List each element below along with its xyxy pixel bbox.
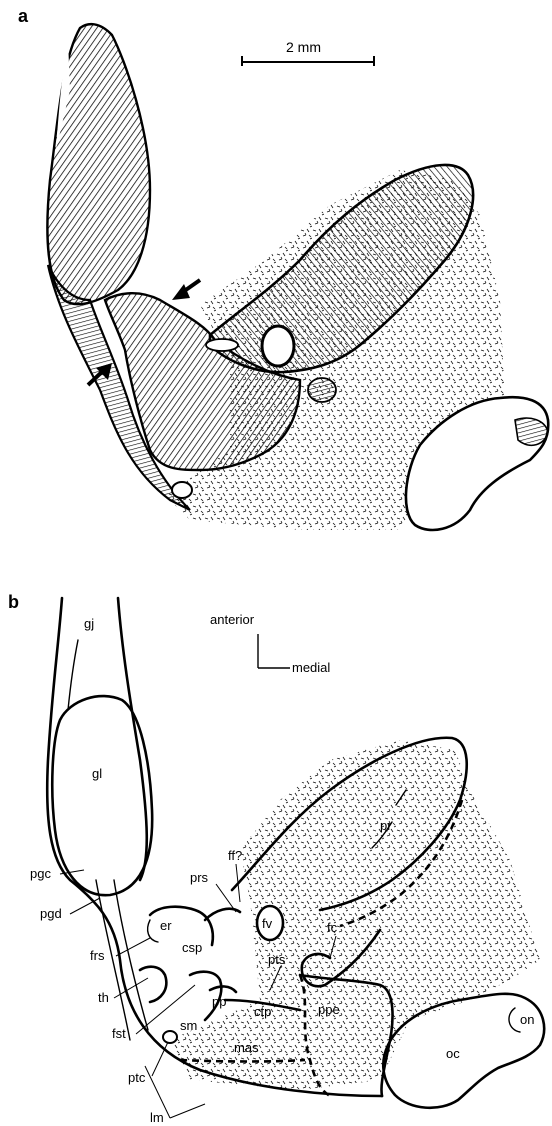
label-pgd: pgd [40,906,62,921]
orientation-anterior: anterior [210,612,255,627]
ptc-foramen-b [163,1031,177,1043]
label-ff: ff? [228,848,242,863]
label-pts: pts [268,952,286,967]
foramen-a-2 [206,339,238,351]
th-outline-b [140,967,166,1002]
label-pgc: pgc [30,866,51,881]
label-ctp: ctp [254,1004,271,1019]
arrow-icon [172,280,200,300]
matrix-stipple-b [170,740,540,1090]
label-frs: frs [90,948,105,963]
label-er: er [160,918,172,933]
label-gj: gj [84,616,94,631]
label-csp: csp [182,940,202,955]
label-fst: fst [112,1026,126,1041]
label-prs: prs [190,870,209,885]
label-lm: lm [150,1110,164,1125]
glenoid-outline-b [52,696,152,895]
label-on: on [520,1012,534,1027]
on-notch-b [509,1008,520,1032]
panel-b: b anterior medial [8,592,544,1125]
label-fv: fv [262,916,273,931]
label-pr: pr [380,818,392,833]
label-ppe: ppe [318,1002,340,1017]
label-gl: gl [92,766,102,781]
scale-bar: 2 mm [242,39,374,66]
panel-b-letter: b [8,592,19,612]
label-ptc: ptc [128,1070,146,1085]
label-oc: oc [446,1046,460,1061]
scale-bar-label: 2 mm [286,39,321,55]
label-fc: fc [327,920,338,935]
label-th: th [98,990,109,1005]
pp-outline-b [210,986,236,992]
foramen-a-3 [308,378,336,402]
fenestra-vestibuli-a [262,326,294,366]
label-mas: mas [234,1040,259,1055]
label-sm: sm [180,1018,197,1033]
orientation-indicator: anterior medial [210,612,330,675]
panel-a: a 2 mm [18,6,548,530]
foramen-a-1 [172,482,192,498]
gj-line-b [68,640,78,710]
orientation-medial: medial [292,660,330,675]
label-pp: pp [212,994,226,1009]
panel-a-letter: a [18,6,29,26]
glenoid-process-a [47,24,150,304]
